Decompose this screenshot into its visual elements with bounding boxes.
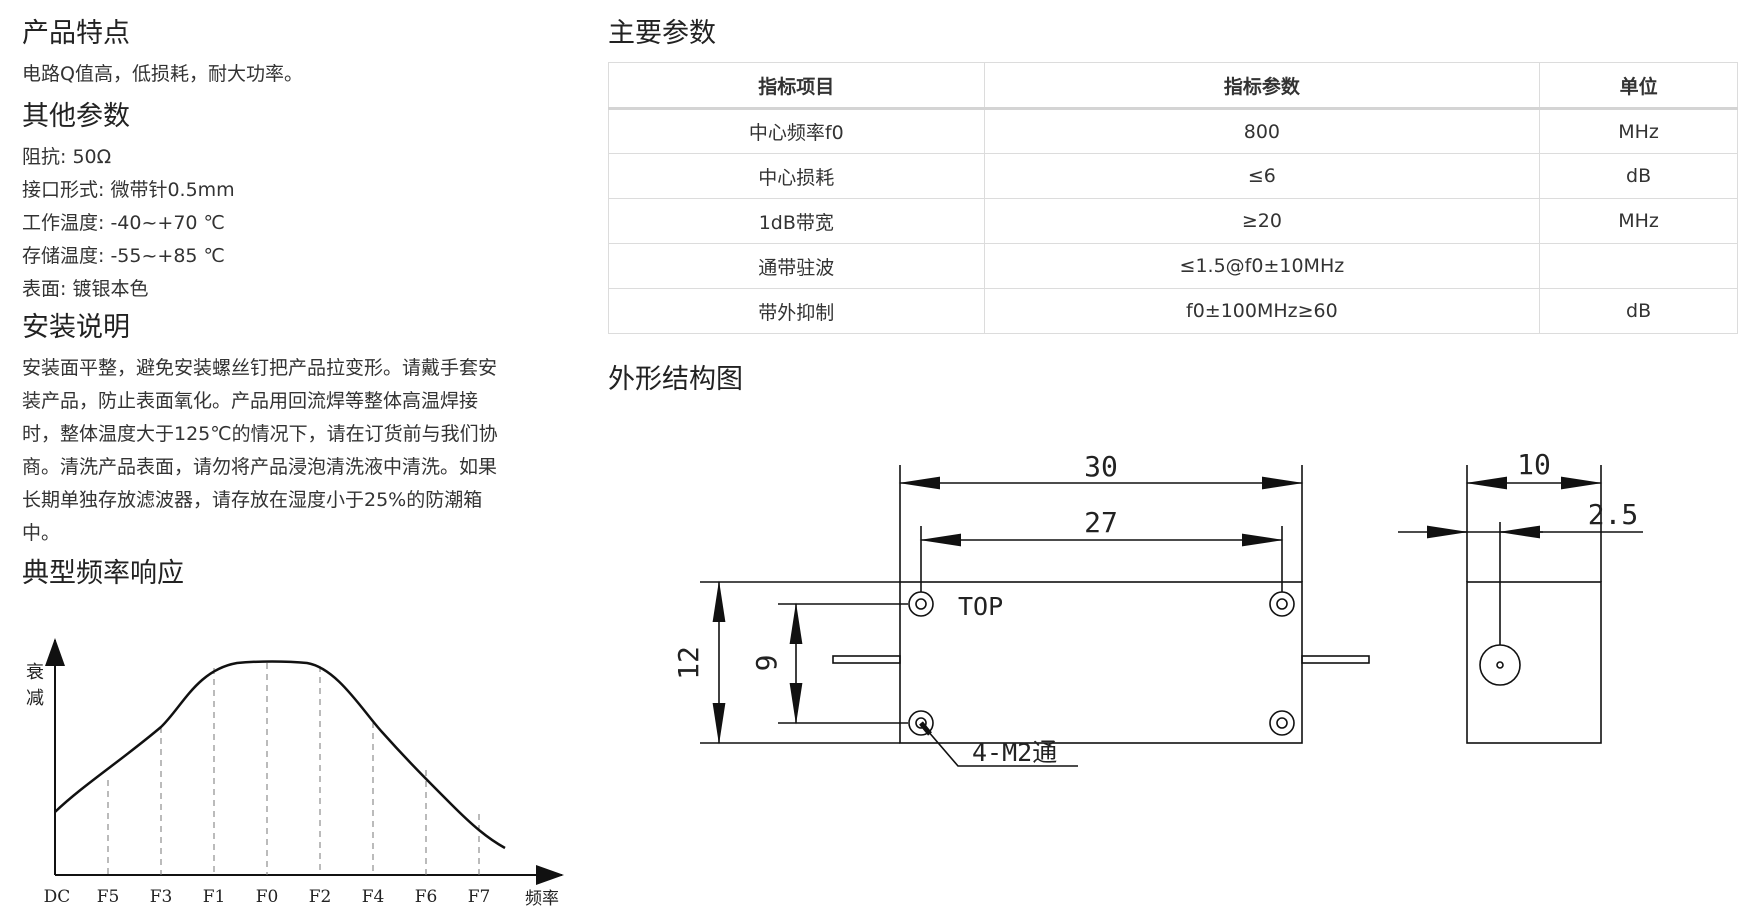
cell-item: 通带驻波: [608, 243, 985, 289]
install-line: 装产品，防止表面氧化。产品用回流焊等整体高温焊接: [22, 390, 479, 412]
cell-unit: [1539, 243, 1738, 289]
hole-leader: [920, 722, 1078, 767]
col-header-item: 指标项目: [608, 62, 985, 110]
main-params-table: 指标项目 指标参数 单位 中心频率f0 800 MHz 中心损耗 ≤6 dB 1…: [608, 62, 1738, 334]
dim-10-label: 10: [1517, 448, 1551, 481]
filter-body-side: [1466, 581, 1602, 744]
cell-value: ≤6: [983, 153, 1541, 199]
cell-value: ≤1.5@f0±10MHz: [983, 243, 1541, 289]
cell-item: 中心频率f0: [608, 108, 985, 154]
features-text: 电路Q值高，低损耗，耐大功率。: [22, 63, 303, 85]
guide-lines: [107, 663, 480, 875]
x-tick-label: F6: [415, 887, 438, 907]
table-row: 1dB带宽 ≥20 MHz: [608, 198, 1738, 244]
x-tick-label: DC: [44, 887, 71, 907]
mounting-holes: [908, 591, 1295, 736]
features-heading: 产品特点: [22, 18, 130, 49]
param-storage-temp: 存储温度: -55~+85 ℃: [22, 245, 225, 267]
response-heading: 典型频率响应: [22, 558, 184, 589]
side-connector: [1479, 644, 1521, 686]
install-line: 安装面平整，避免安装螺丝钉把产品拉变形。请戴手套安: [22, 357, 498, 379]
pin-right: [1301, 655, 1370, 664]
cell-unit: MHz: [1539, 198, 1738, 244]
x-tick-label: F2: [309, 887, 332, 907]
cell-value: 800: [983, 108, 1541, 154]
x-tick-label: F5: [97, 887, 120, 907]
install-line: 长期单独存放滤波器，请存放在湿度小于25%的防潮箱: [22, 489, 483, 511]
table-row: 中心损耗 ≤6 dB: [608, 153, 1738, 199]
param-operating-temp: 工作温度: -40~+70 ℃: [22, 212, 225, 234]
dim-30-label: 30: [1084, 450, 1118, 483]
hole-note-label: 4-M2通: [972, 738, 1057, 767]
other-params-list: 阻抗: 50Ω 接口形式: 微带针0.5mm 工作温度: -40~+70 ℃ 存…: [22, 141, 562, 306]
x-tick-label: F7: [468, 887, 491, 907]
x-axis-label: 频率: [525, 889, 559, 909]
frequency-response-diagram: 衰 减 DC F5 F3 F1 F0 F2 F4 F6 F7 频率: [26, 638, 564, 909]
install-line: 中。: [22, 522, 61, 544]
y-label-2: 减: [26, 688, 44, 709]
top-label: TOP: [958, 592, 1003, 621]
param-surface: 表面: 镀银本色: [22, 278, 149, 300]
cell-item: 带外抑制: [608, 288, 985, 334]
other-params-heading: 其他参数: [22, 101, 130, 132]
table-header-row: 指标项目 指标参数 单位: [608, 62, 1738, 110]
dim-2-5-label: 2.5: [1588, 498, 1639, 531]
install-line: 时，整体温度大于125℃的情况下，请在订货前与我们协: [22, 423, 498, 445]
install-text: 安装面平整，避免安装螺丝钉把产品拉变形。请戴手套安 装产品，防止表面氧化。产品用…: [22, 352, 562, 550]
pin-left: [832, 655, 901, 664]
cell-value: ≥20: [983, 198, 1541, 244]
table-row: 带外抑制 f0±100MHz≥60 dB: [608, 288, 1738, 334]
cell-unit: dB: [1539, 153, 1738, 199]
cell-unit: MHz: [1539, 108, 1738, 154]
install-heading: 安装说明: [22, 312, 130, 343]
response-curve: [54, 660, 506, 850]
x-tick-labels: DC F5 F3 F1 F0 F2 F4 F6 F7 频率: [44, 887, 559, 909]
dim-9-label: 9: [750, 655, 783, 672]
col-header-unit: 单位: [1539, 62, 1738, 110]
main-params-heading: 主要参数: [608, 18, 716, 49]
x-tick-label: F3: [150, 887, 173, 907]
left-column: 产品特点 电路Q值高，低损耗，耐大功率。 其他参数 阻抗: 50Ω 接口形式: …: [22, 14, 562, 594]
y-label-1: 衰: [26, 662, 44, 683]
cell-item: 1dB带宽: [608, 198, 985, 244]
param-impedance: 阻抗: 50Ω: [22, 146, 112, 168]
cell-value: f0±100MHz≥60: [983, 288, 1541, 334]
dim-27-label: 27: [1084, 506, 1118, 539]
param-interface: 接口形式: 微带针0.5mm: [22, 179, 235, 201]
col-header-value: 指标参数: [983, 62, 1541, 110]
outline-heading: 外形结构图: [608, 364, 743, 395]
dim-12-label: 12: [672, 646, 705, 680]
table-row: 通带驻波 ≤1.5@f0±10MHz: [608, 243, 1738, 289]
cell-item: 中心损耗: [608, 153, 985, 199]
install-line: 商。清洗产品表面，请勿将产品浸泡清洗液中清洗。如果: [22, 456, 498, 478]
cell-unit: dB: [1539, 288, 1738, 334]
right-column: 主要参数 指标项目 指标参数 单位 中心频率f0 800 MHz 中心损耗 ≤6…: [608, 14, 1738, 400]
x-tick-label: F0: [256, 887, 279, 907]
x-tick-label: F1: [203, 887, 226, 907]
table-row: 中心频率f0 800 MHz: [608, 108, 1738, 154]
outline-drawing: 30 27 12 9 10 2.5 TOP 4-M2通: [672, 448, 1643, 767]
x-tick-label: F4: [362, 887, 385, 907]
